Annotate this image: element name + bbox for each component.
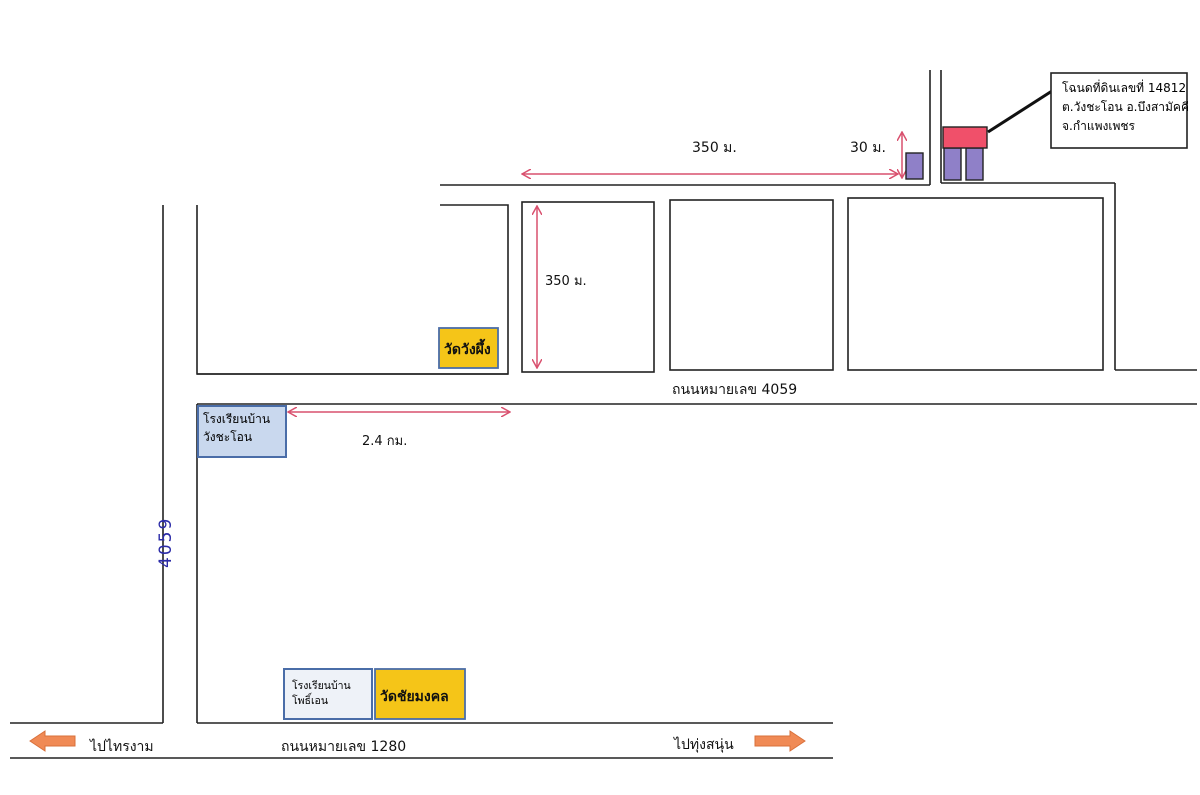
deed-callout-box	[1050, 72, 1188, 149]
wat-wang-phueng-label: วัดวังผึ้ง	[444, 342, 491, 358]
wat-chai-mongkhon-box	[374, 668, 466, 720]
block-2	[521, 201, 655, 373]
school-wang-cha-on-box	[197, 405, 287, 458]
house-2	[965, 147, 984, 181]
distance-vertical: 350 ม.	[545, 274, 587, 289]
school-wang-cha-on-line-1: โรงเรียนบ้าน	[203, 412, 271, 426]
block-3	[669, 199, 834, 371]
deed-line-1: โฉนดที่ดินเลขที่ 14812	[1062, 81, 1187, 95]
distance-short: 30 ม.	[850, 140, 886, 156]
deed-line-3: จ.กำแพงเพชร	[1062, 119, 1135, 133]
wat-wang-phueng-box	[438, 327, 499, 369]
distance-road-4059: 2.4 กม.	[362, 434, 408, 449]
block-wat-wang-phueng	[196, 204, 509, 375]
city-blocks	[196, 197, 1104, 375]
arrow-right-icon	[754, 730, 806, 752]
road-4059-vertical-label: 4059	[156, 516, 176, 568]
school-pho-thi-on-line-1: โรงเรียนบ้าน	[292, 680, 351, 692]
school-pho-thi-on-box	[283, 668, 373, 720]
buildings	[905, 126, 988, 181]
block-4	[847, 197, 1104, 371]
measurement-arrows	[288, 132, 902, 412]
road-4059-label: ถนนหมายเลข 4059	[672, 382, 798, 398]
road-1280-label: ถนนหมายเลข 1280	[281, 739, 407, 755]
house-near-arrow	[905, 152, 924, 180]
distance-top-road: 350 ม.	[692, 140, 737, 156]
school-pho-thi-on-label: โรงเรียนบ้าน โพธิ์เอน	[292, 680, 351, 708]
direction-right-label: ไปทุ่งสนุ่น	[674, 737, 734, 753]
plot-highlight	[942, 126, 988, 149]
arrow-left-icon	[29, 730, 76, 752]
wat-chai-mongkhon-label: วัดชัยมงคล	[380, 689, 449, 705]
deed-line-2: ต.วังชะโอน อ.บึงสามัคคี	[1062, 100, 1189, 114]
school-wang-cha-on-line-2: วังชะโอน	[203, 430, 253, 444]
road-lines	[10, 70, 1197, 759]
school-pho-thi-on-line-2: โพธิ์เอน	[292, 695, 329, 708]
callout-leader-line	[987, 89, 1053, 134]
deed-callout-text: โฉนดที่ดินเลขที่ 14812 ต.วังชะโอน อ.บึงส…	[1062, 81, 1189, 134]
school-wang-cha-on-label: โรงเรียนบ้าน วังชะโอน	[203, 412, 270, 445]
direction-left-label: ไปไทรงาม	[90, 739, 154, 755]
house-1	[943, 147, 962, 181]
